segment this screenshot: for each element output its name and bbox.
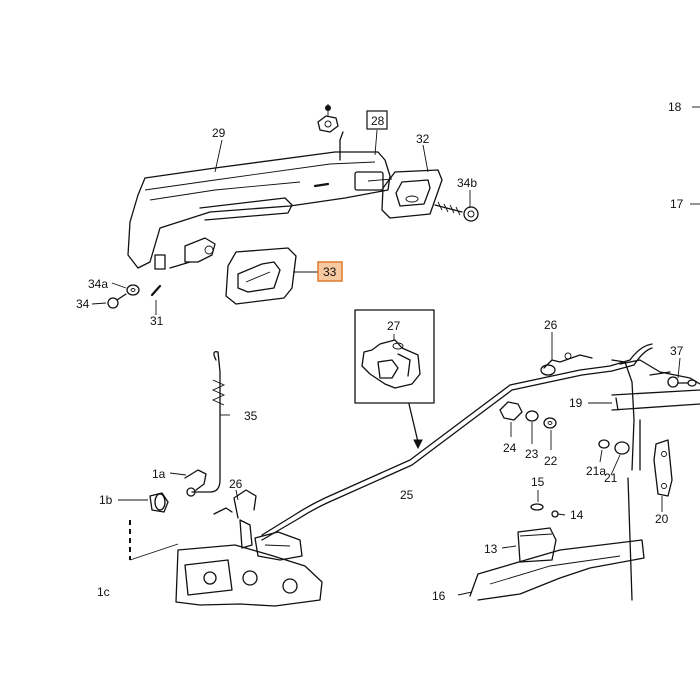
part-labels: 29 28 32 34b 18 17 33 34a 34 31 27 26 37… bbox=[76, 100, 684, 603]
door-latch-1c bbox=[175, 489, 323, 607]
label-32: 32 bbox=[416, 132, 430, 146]
label-26-top: 26 bbox=[544, 318, 558, 332]
label-33: 33 bbox=[323, 265, 337, 279]
handle-gasket-rear bbox=[381, 169, 443, 219]
clip-27-detail-box bbox=[354, 309, 435, 404]
label-34a: 34a bbox=[88, 277, 108, 291]
label-14: 14 bbox=[570, 508, 584, 522]
washer-34a bbox=[126, 284, 140, 296]
block-13 bbox=[517, 527, 557, 563]
label-23: 23 bbox=[525, 447, 539, 461]
bolt-21 bbox=[614, 441, 630, 455]
label-34b: 34b bbox=[457, 176, 477, 190]
label-24: 24 bbox=[503, 441, 517, 455]
label-1b: 1b bbox=[99, 493, 113, 507]
label-16: 16 bbox=[432, 589, 446, 603]
label-21a: 21a bbox=[586, 464, 606, 478]
long-rod-25 bbox=[261, 343, 653, 541]
clip-24 bbox=[499, 401, 523, 421]
linkage-assembly bbox=[540, 352, 700, 601]
leader-lines bbox=[91, 106, 700, 596]
label-33-highlight bbox=[317, 261, 343, 282]
bracket-20 bbox=[653, 439, 673, 497]
screw-34b bbox=[434, 201, 479, 222]
label-31: 31 bbox=[150, 314, 164, 328]
label-1c: 1c bbox=[97, 585, 110, 599]
label-18: 18 bbox=[668, 100, 682, 114]
label-28-box bbox=[366, 110, 388, 130]
label-35: 35 bbox=[244, 409, 258, 423]
washer-22 bbox=[543, 417, 557, 429]
label-17: 17 bbox=[670, 197, 684, 211]
label-22: 22 bbox=[544, 454, 558, 468]
pin-31 bbox=[150, 284, 162, 297]
leader-27 bbox=[408, 403, 419, 443]
label-27: 27 bbox=[387, 319, 401, 333]
label-37: 37 bbox=[670, 344, 684, 358]
label-13: 13 bbox=[484, 542, 498, 556]
label-29: 29 bbox=[212, 126, 226, 140]
clip-1a bbox=[184, 469, 207, 491]
control-rod-35 bbox=[186, 351, 226, 497]
label-15: 15 bbox=[531, 475, 545, 489]
small-screw-14 bbox=[551, 510, 559, 518]
label-28: 28 bbox=[371, 114, 385, 128]
pin-15 bbox=[530, 503, 544, 511]
label-25: 25 bbox=[400, 488, 414, 502]
screw-34 bbox=[107, 293, 127, 309]
outer-door-handle bbox=[127, 131, 393, 270]
label-26-mid: 26 bbox=[229, 477, 243, 491]
arrow-27 bbox=[413, 439, 423, 450]
label-21: 21 bbox=[604, 471, 618, 485]
label-34: 34 bbox=[76, 297, 90, 311]
bushing-23 bbox=[525, 410, 539, 422]
washer-21a bbox=[598, 439, 610, 449]
label-1a: 1a bbox=[152, 467, 166, 481]
handle-gasket-front bbox=[225, 247, 297, 305]
latch-edge-line bbox=[129, 543, 179, 561]
hex-nut bbox=[317, 104, 339, 133]
label-20: 20 bbox=[655, 512, 669, 526]
bushing-1b bbox=[149, 492, 169, 513]
label-19: 19 bbox=[569, 396, 583, 410]
